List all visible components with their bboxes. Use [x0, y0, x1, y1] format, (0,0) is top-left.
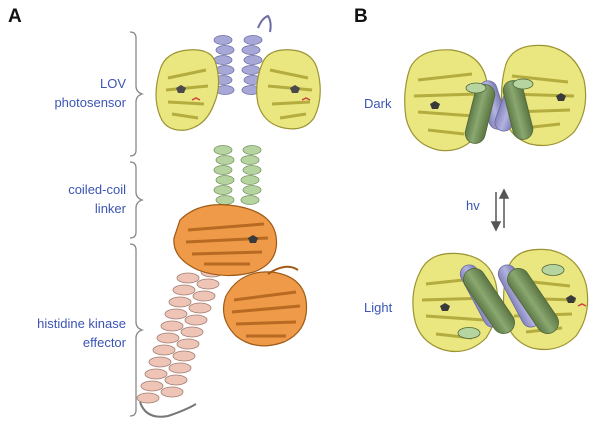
label-coil-line1: coiled-coil	[68, 182, 126, 197]
equilibrium-arrows	[490, 188, 510, 232]
kinase-domain-lower	[223, 265, 308, 347]
light-cylinder-green	[457, 264, 565, 339]
jalpha-helices	[213, 35, 263, 95]
panel-letter-b: B	[354, 6, 368, 27]
coiled-coil-helices	[213, 145, 262, 205]
label-hk-line1: histidine kinase	[37, 316, 126, 331]
panel-b-light-structure	[412, 248, 589, 353]
dark-cylinder-green	[464, 78, 534, 144]
brace-kinase	[129, 243, 145, 417]
panel-letter-a: A	[8, 6, 22, 27]
label-histidine-kinase-effector: histidine kinase effector	[37, 314, 126, 352]
panel-a-structure	[129, 14, 321, 418]
brace-lov	[129, 31, 145, 157]
lov-domain-left	[155, 49, 220, 131]
label-coil-line2: linker	[94, 201, 126, 216]
label-light: Light	[364, 300, 393, 315]
label-hv: hv	[466, 198, 480, 213]
kinase-domain-upper	[173, 204, 278, 277]
label-coiled-coil-linker: coiled-coil linker	[68, 180, 126, 218]
label-lov-photosensor: LOV photosensor	[54, 74, 126, 112]
label-hk-line2: effector	[82, 335, 126, 350]
dhp-helices	[136, 266, 224, 404]
label-lov-line1: LOV	[99, 76, 126, 91]
panel-b-dark-structure	[404, 44, 587, 152]
brace-coil	[129, 161, 145, 239]
nterm-loop	[257, 14, 272, 33]
label-dark: Dark	[364, 96, 392, 111]
label-lov-line2: photosensor	[54, 95, 126, 110]
lov-domain-right	[256, 49, 321, 130]
dhp-loop	[139, 401, 197, 418]
